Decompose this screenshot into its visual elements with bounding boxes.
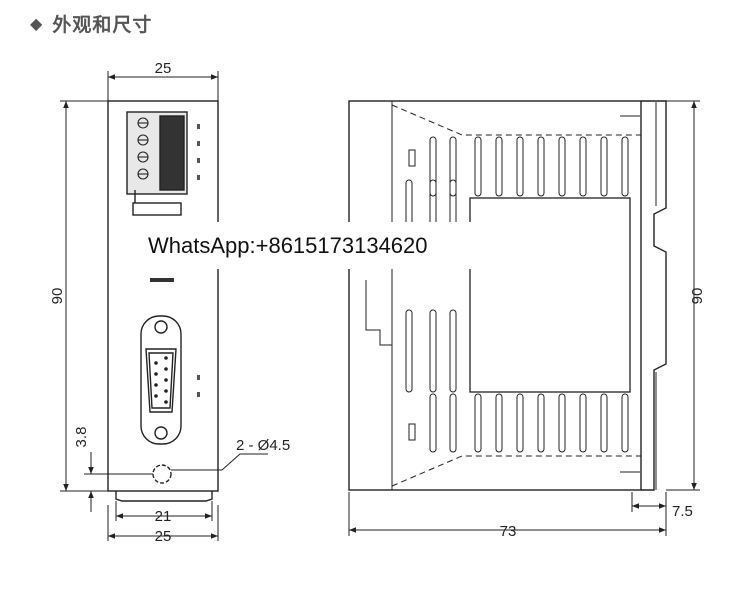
- mid-slot: [150, 278, 174, 282]
- side-view: [348, 100, 667, 491]
- vent-slot: [405, 309, 413, 393]
- vent-slots: [405, 136, 629, 453]
- section-title: 外观和尺寸: [52, 13, 153, 36]
- dim-front-height: 90: [49, 288, 66, 305]
- vent-slot: [537, 393, 545, 453]
- section-header: ◆ 外观和尺寸: [30, 8, 152, 38]
- dim-side-depth: 73: [500, 523, 517, 540]
- vent-slot: [600, 393, 608, 453]
- front-foot: [115, 491, 213, 502]
- vent-slot: [449, 309, 457, 393]
- diamond-bullet-icon: ◆: [30, 13, 43, 33]
- dim-front-bottom-inner: 21: [155, 508, 172, 525]
- mounting-hole: [152, 464, 172, 484]
- led-indicators: [197, 124, 200, 397]
- vent-slot: [600, 136, 608, 197]
- dim-front-width-top: 25: [155, 60, 172, 77]
- front-dimensions: [60, 71, 268, 541]
- side-dimensions: [348, 100, 700, 536]
- side-body-outline: [348, 100, 642, 491]
- db9-port: [140, 315, 182, 445]
- dim-side-height: 90: [689, 288, 706, 305]
- front-view: [107, 100, 219, 502]
- vent-slot: [558, 136, 566, 197]
- top-chamfer: [391, 104, 641, 136]
- vent-slot: [621, 136, 629, 197]
- vent-slot: [579, 136, 587, 197]
- watermark-banner: WhatsApp:+8615173134620: [110, 222, 498, 269]
- vent-slot: [558, 393, 566, 453]
- dim-side-rail: 7.5: [672, 503, 693, 520]
- bottom-chamfer: [391, 455, 641, 487]
- terminal-plug: [159, 115, 185, 191]
- vent-slot: [429, 309, 437, 393]
- vent-slot: [449, 136, 457, 197]
- dim-front-offset: 3.8: [73, 427, 90, 448]
- vent-slot: [537, 136, 545, 197]
- vent-slot: [429, 393, 437, 453]
- vent-slot: [449, 393, 457, 453]
- din-rail-clip: [641, 100, 667, 491]
- vent-slot: [495, 393, 503, 453]
- vent-slot: [429, 136, 437, 197]
- vent-slot: [516, 136, 524, 197]
- mid-connector: [132, 202, 182, 216]
- vent-slot: [474, 136, 482, 197]
- watermark-text: WhatsApp:+8615173134620: [148, 232, 428, 258]
- hole-callout: 2 - Ø4.5: [236, 437, 290, 454]
- vent-slot: [516, 393, 524, 453]
- front-body-outline: [107, 100, 219, 492]
- vent-slot: [495, 136, 503, 197]
- vent-slot: [474, 393, 482, 453]
- terminal-screws: [137, 117, 149, 180]
- dim-front-bottom-outer: 25: [155, 528, 172, 545]
- vent-slot: [579, 393, 587, 453]
- vent-slot: [621, 393, 629, 453]
